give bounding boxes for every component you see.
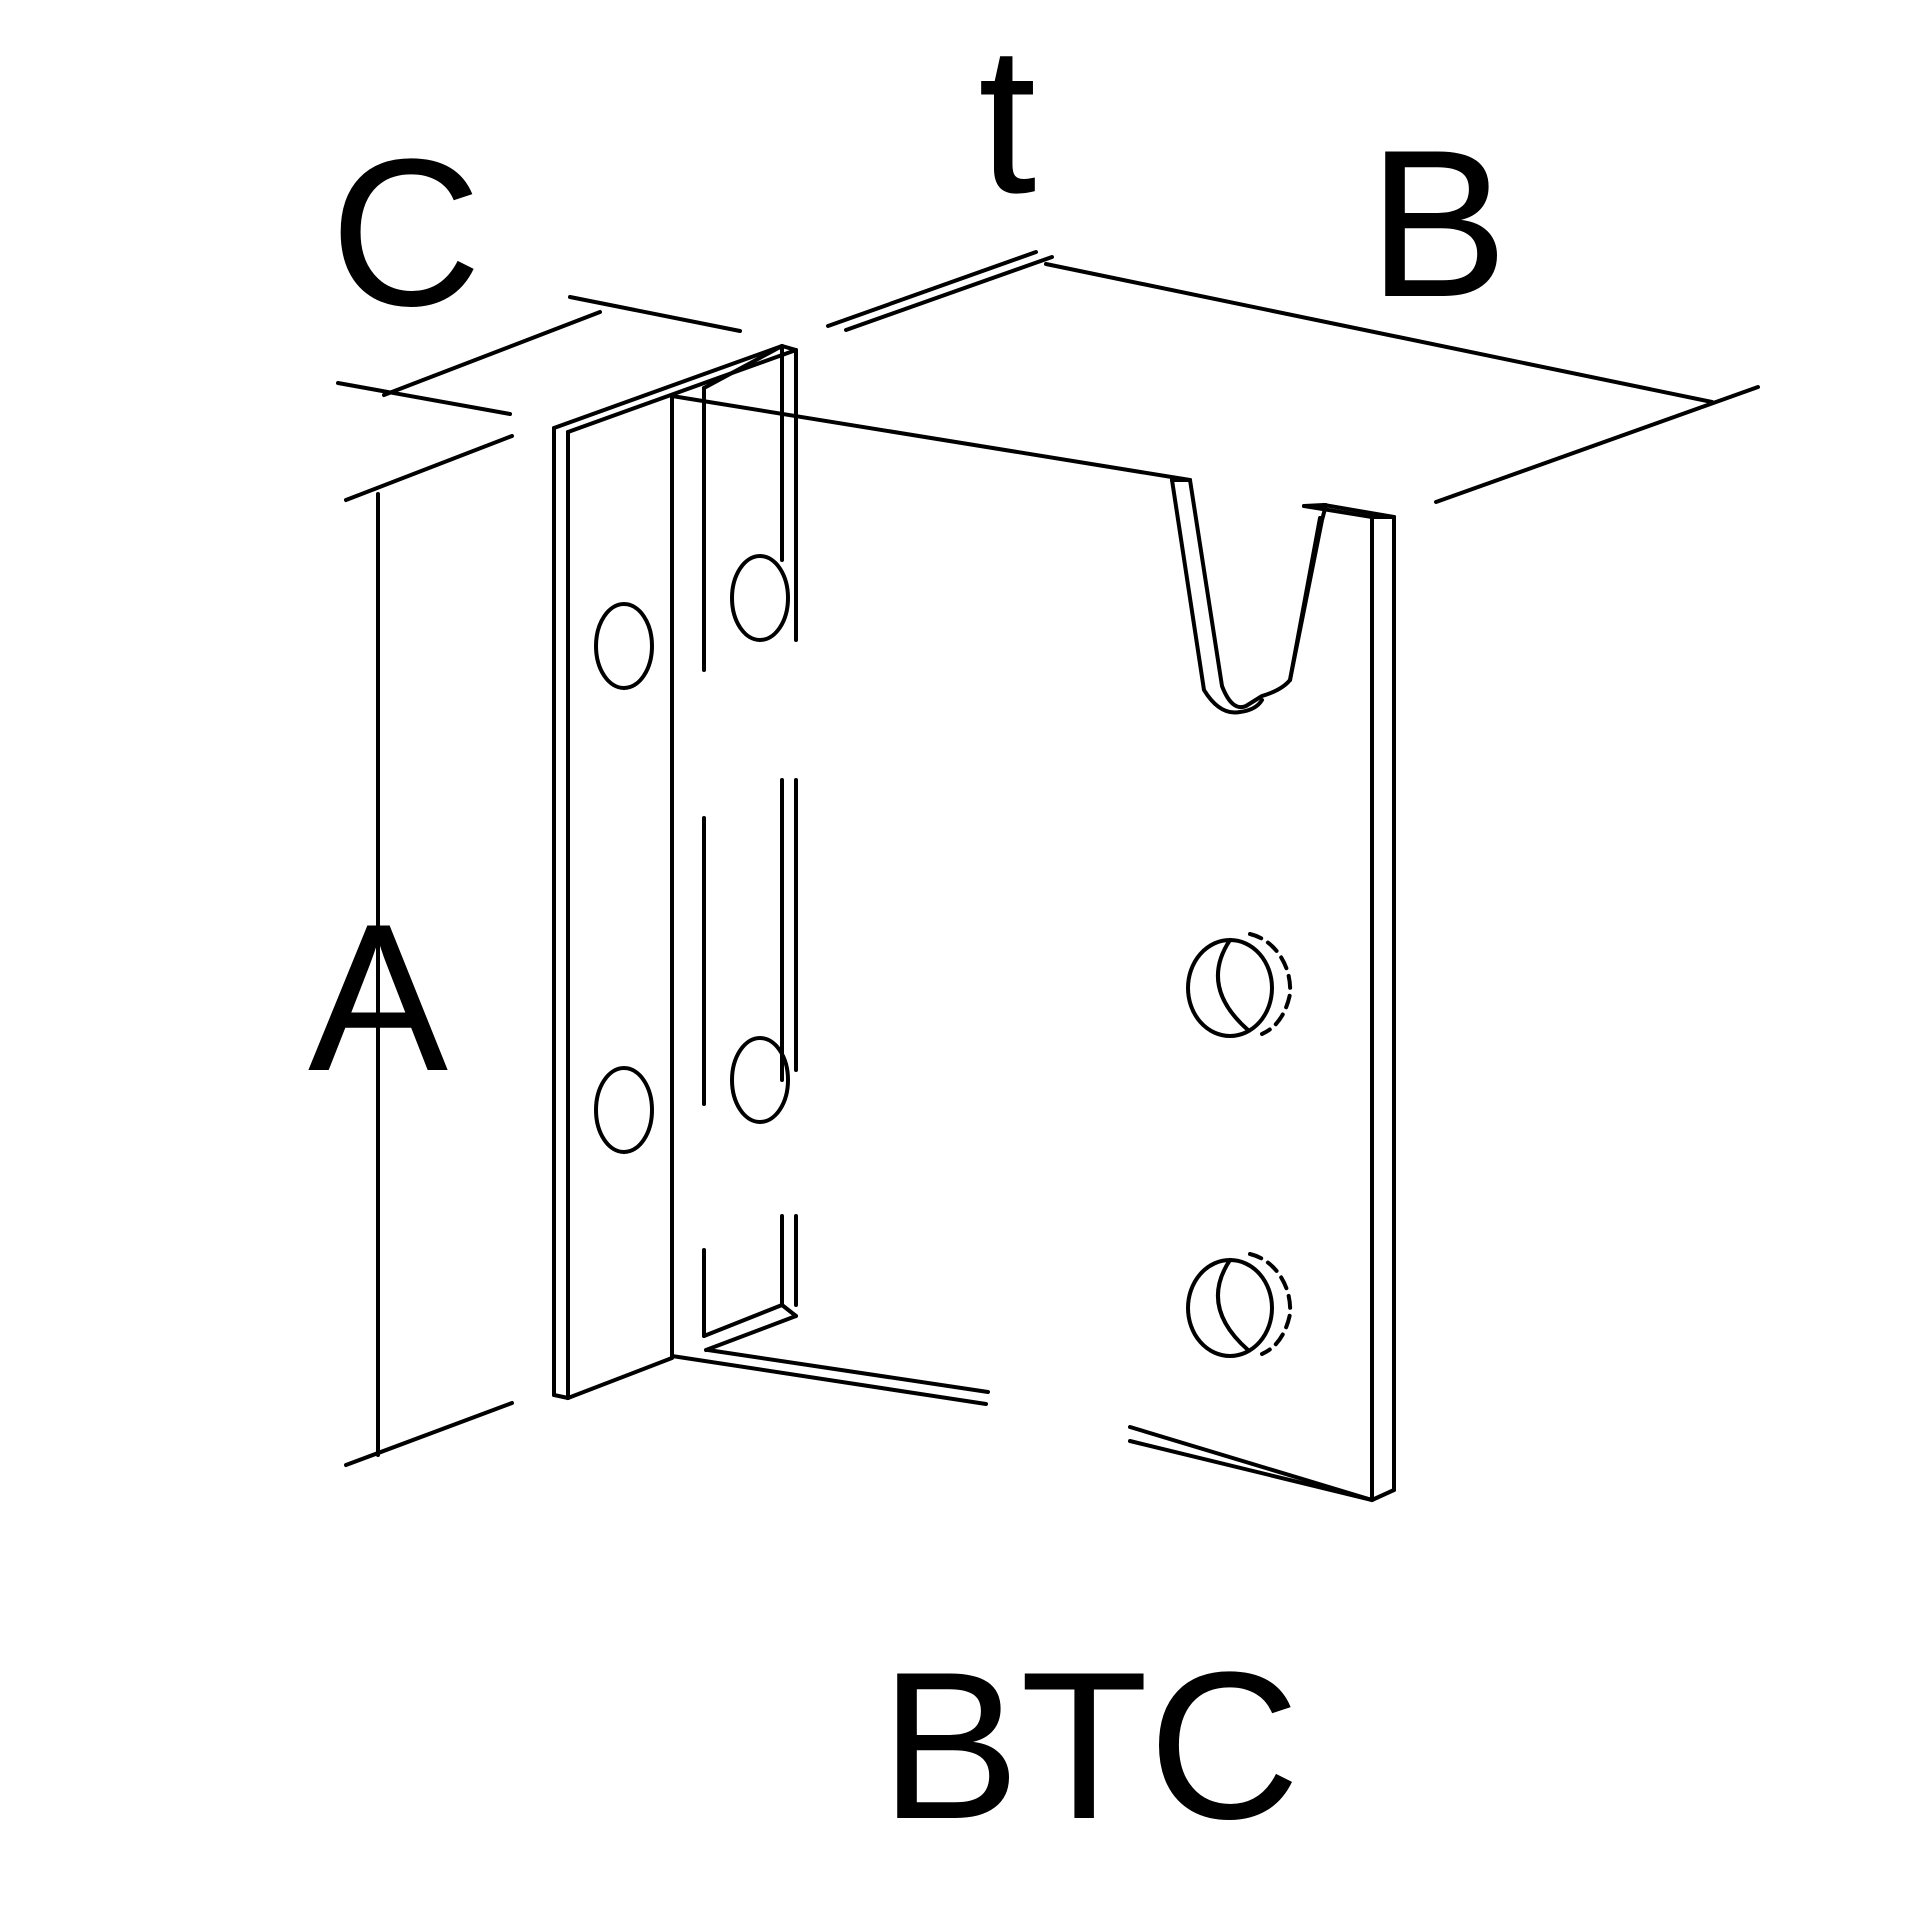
dimension-c-extension-left: [336, 381, 512, 416]
dimension-b-label: B: [1368, 106, 1508, 341]
model-label: BTC: [880, 1628, 1300, 1863]
dimension-b-extension: [1434, 385, 1760, 504]
dimension-c-extension-right: [568, 295, 742, 333]
flange-hole-top: [594, 602, 654, 690]
front-flange: [552, 344, 1192, 1400]
dimension-b-line: [1044, 262, 1714, 404]
dimension-c-line: [382, 310, 602, 397]
side-hole-lower: [1186, 1252, 1293, 1358]
dimension-lines: [336, 250, 1760, 1467]
holes: [594, 554, 1293, 1358]
dimension-a-label: A: [308, 880, 448, 1115]
bend-lines: [702, 344, 798, 1352]
dimension-t-line-1: [826, 250, 1038, 328]
inner-hole-top: [730, 554, 790, 642]
dimension-c-label: C: [330, 115, 482, 350]
inner-hole-bottom: [730, 1036, 790, 1124]
dimension-a-extension-bottom: [344, 1401, 514, 1467]
dimension-t-label: t: [978, 2, 1036, 237]
dimension-a-extension-top: [344, 434, 514, 502]
side-plate: [670, 478, 1396, 1502]
side-hole-upper: [1186, 932, 1293, 1038]
flange-hole-bottom: [594, 1066, 654, 1154]
dimension-t-line-2: [844, 255, 1054, 332]
